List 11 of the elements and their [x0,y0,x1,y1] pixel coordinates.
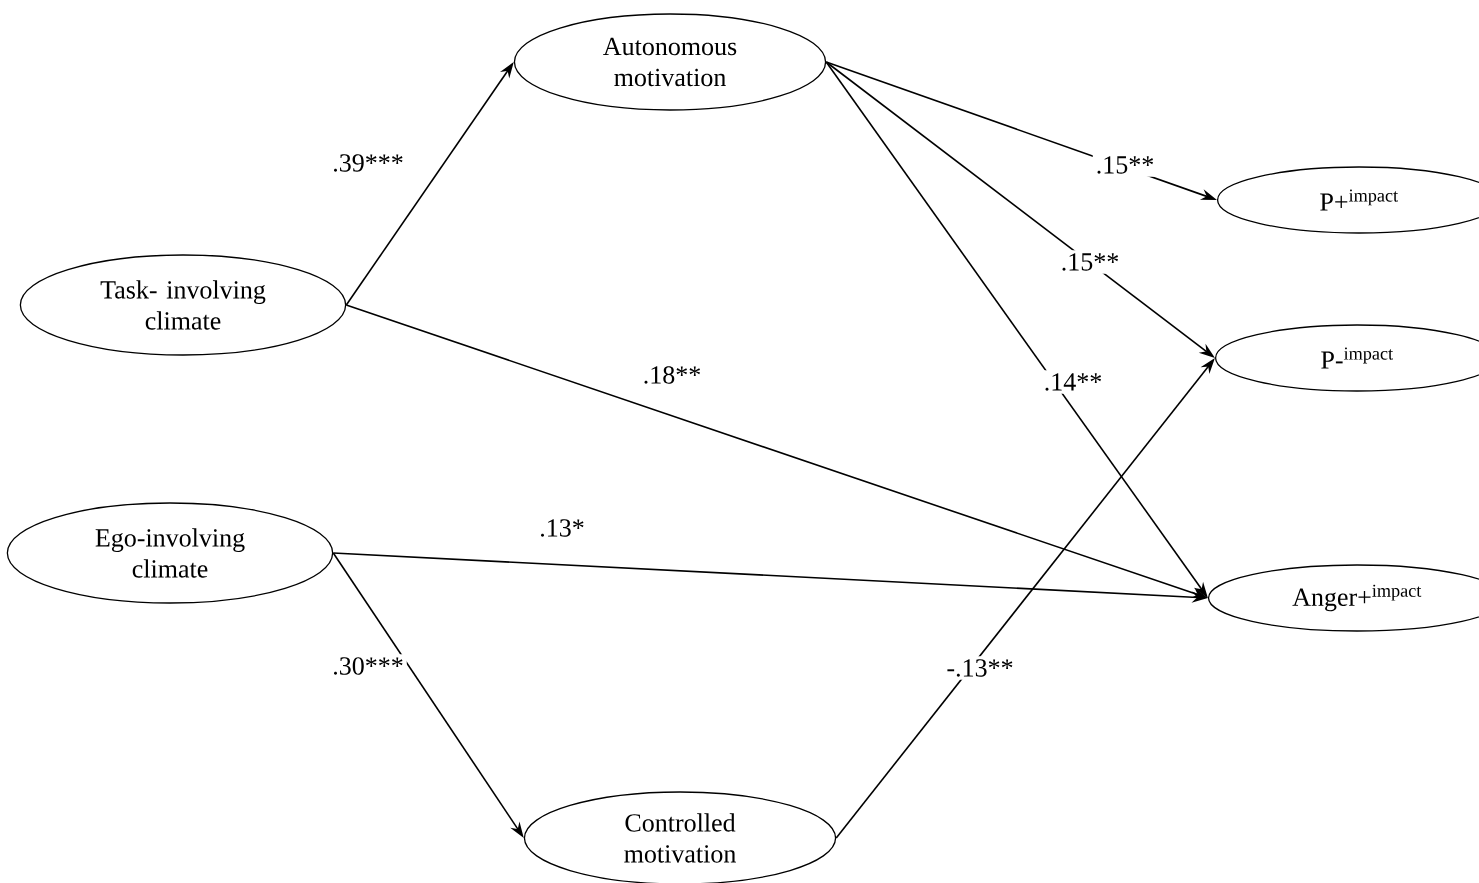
edge-label: .14** [1040,370,1106,394]
edge-label: .15** [1092,153,1158,177]
edge-label: .13* [536,516,588,540]
edge-label: .39*** [329,151,407,175]
ellipse-node: Ego-involving climate [6,502,334,604]
edge-label: .15** [1057,250,1123,274]
edge-label: .18** [639,363,705,387]
edge-label: -.13** [943,656,1017,680]
edge-label: .30*** [329,654,407,678]
ellipse-node: Autonomous motivation [513,13,827,111]
ellipse-node: Task- involving climate [19,254,347,356]
